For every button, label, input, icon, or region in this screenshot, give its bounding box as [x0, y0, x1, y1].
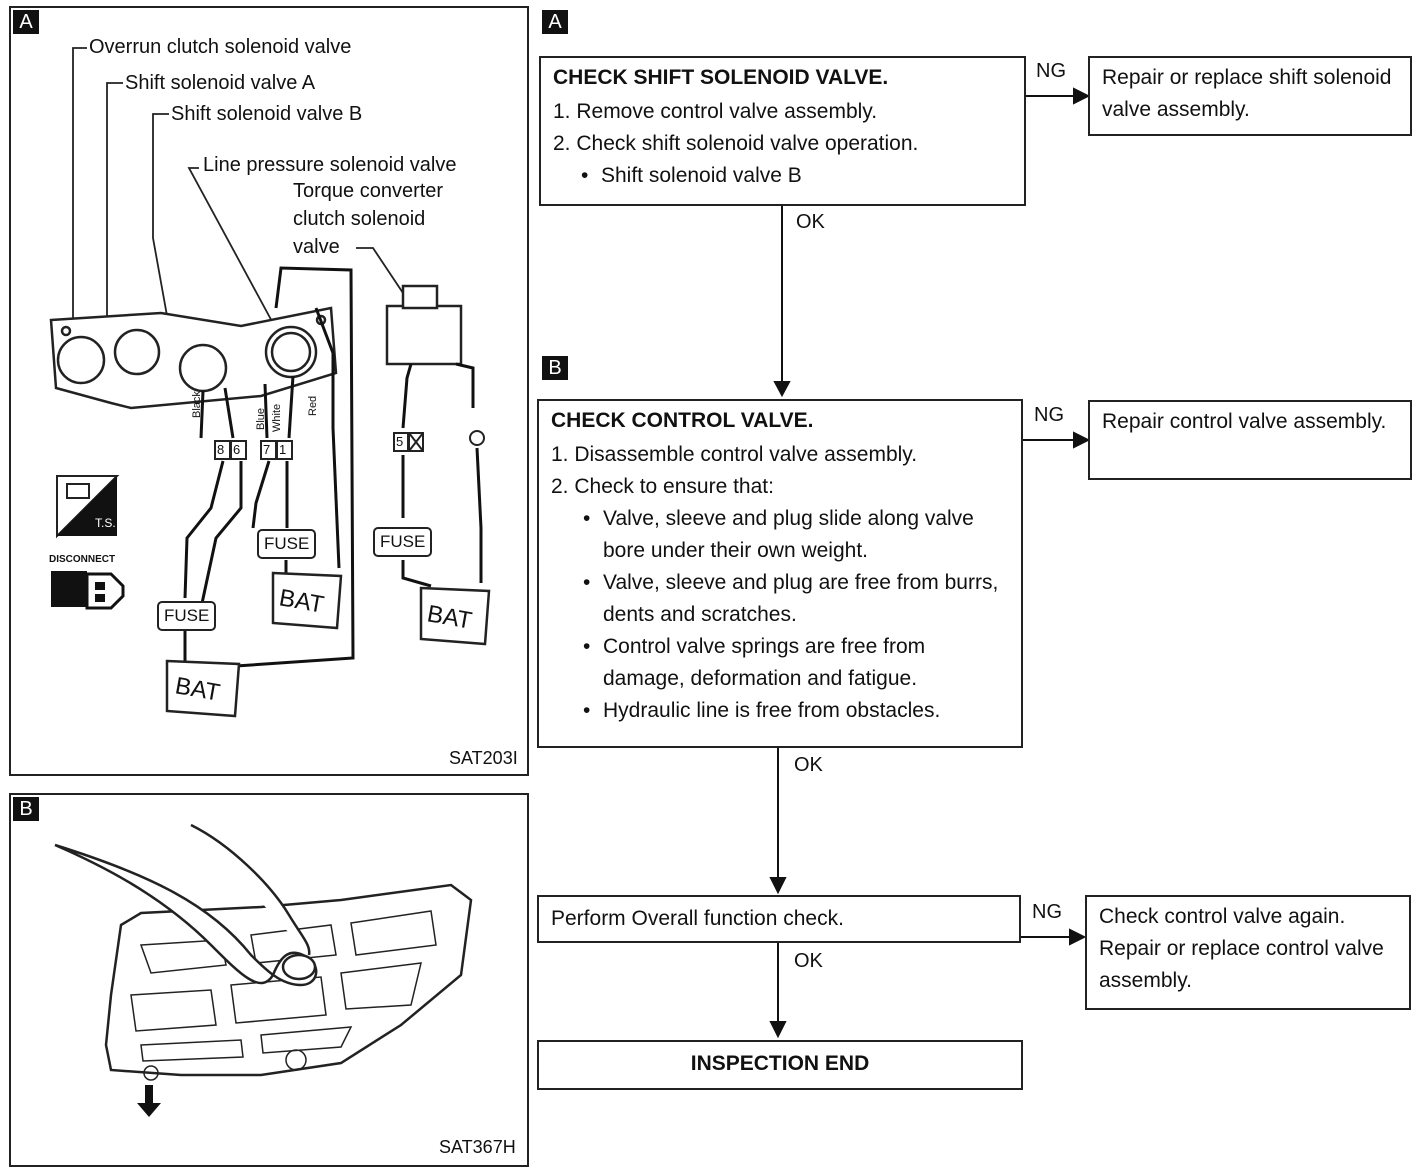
panel-a-tag: A — [13, 10, 39, 34]
panel-b-code: SAT367H — [439, 1137, 516, 1157]
terminal-1: 1 — [279, 442, 287, 457]
inspection-end-box: INSPECTION END — [537, 1040, 1023, 1090]
step2-bullet-4: Hydraulic line is free from obstacles. — [551, 695, 1009, 727]
step2-line2: 2. Check to ensure that: — [551, 475, 774, 498]
step2-ok-label: OK — [794, 754, 823, 776]
disconnect-icon-label: DISCONNECT — [49, 554, 116, 565]
terminal-8: 8 — [217, 442, 225, 457]
step3-ng-label: NG — [1032, 901, 1062, 923]
step2-bullet-2: Valve, sleeve and plug are free from bur… — [551, 567, 1009, 631]
step1-line2: 2. Check shift solenoid valve operation. — [553, 132, 919, 155]
step2-title: CHECK CONTROL VALVE. — [551, 409, 814, 432]
control-valve-diagram — [54, 823, 473, 1117]
terminal-7: 7 — [263, 442, 271, 457]
label-shift-solenoid-a: Shift solenoid valve A — [125, 72, 316, 94]
label-torque-converter-3: valve — [293, 236, 340, 258]
label-torque-converter-1: Torque converter — [293, 180, 444, 202]
step1-box: CHECK SHIFT SOLENOID VALVE. 1. Remove co… — [539, 56, 1026, 206]
label-shift-solenoid-b: Shift solenoid valve B — [171, 103, 363, 125]
step3-ok-label: OK — [794, 950, 823, 972]
panel-b-illustration: B SAT367H — [9, 793, 529, 1167]
step3-ng-text-1: Check control valve again. — [1099, 905, 1346, 928]
inspection-end-text: INSPECTION END — [690, 1052, 870, 1075]
label-overrun-clutch: Overrun clutch solenoid valve — [89, 36, 352, 58]
step1-ng-box: Repair or replace shift solenoid valve a… — [1088, 56, 1412, 136]
step1-ng-text: Repair or replace shift solenoid valve a… — [1102, 66, 1392, 121]
fuse-label-2: FUSE — [373, 527, 433, 557]
panel-a-illustration: A Overrun clutch solenoid valve Shift so… — [9, 6, 529, 776]
fuse-label-3: FUSE — [157, 601, 217, 631]
label-line-pressure: Line pressure solenoid valve — [203, 154, 457, 176]
step2-box: CHECK CONTROL VALVE. 1. Disassemble cont… — [537, 399, 1023, 748]
step2-bullet-1: Valve, sleeve and plug slide along valve… — [551, 503, 1009, 567]
step1-bullet: Shift solenoid valve B — [553, 160, 1012, 192]
step1-line1: 1. Remove control valve assembly. — [553, 100, 878, 123]
wire-label-red: Red — [307, 395, 319, 416]
step2-ng-text: Repair control valve assembly. — [1102, 410, 1387, 433]
label-torque-converter-2: clutch solenoid — [293, 208, 426, 230]
step1-ng-label: NG — [1036, 60, 1066, 82]
wire-label-blue: Blue — [255, 407, 267, 430]
solenoid-test-diagram — [49, 47, 491, 718]
ts-icon-label: T.S. — [95, 516, 116, 530]
flow-tag-b: B — [542, 356, 568, 380]
step2-ng-box: Repair control valve assembly. — [1088, 400, 1412, 480]
step2-line1: 1. Disassemble control valve assembly. — [551, 443, 918, 466]
panel-b-tag: B — [13, 797, 39, 821]
flow-tag-a: A — [542, 10, 568, 34]
step3-text: Perform Overall function check. — [551, 907, 844, 930]
panel-a-code: SAT203I — [449, 748, 518, 768]
wire-label-white: White — [271, 403, 283, 432]
step3-box: Perform Overall function check. — [537, 895, 1021, 943]
step1-title: CHECK SHIFT SOLENOID VALVE. — [553, 66, 889, 89]
step3-ng-box: Check control valve again. Repair or rep… — [1085, 895, 1411, 1010]
step3-ng-text-2: Repair or replace control valve assembly… — [1099, 937, 1384, 992]
fuse-label-1: FUSE — [257, 529, 317, 559]
step2-bullet-3: Control valve springs are free from dama… — [551, 631, 1009, 695]
wire-label-black: Black — [191, 391, 203, 418]
step2-ng-label: NG — [1034, 404, 1064, 426]
step1-ok-label: OK — [796, 211, 825, 233]
terminal-5: 5 — [396, 434, 404, 449]
terminal-6: 6 — [233, 442, 241, 457]
